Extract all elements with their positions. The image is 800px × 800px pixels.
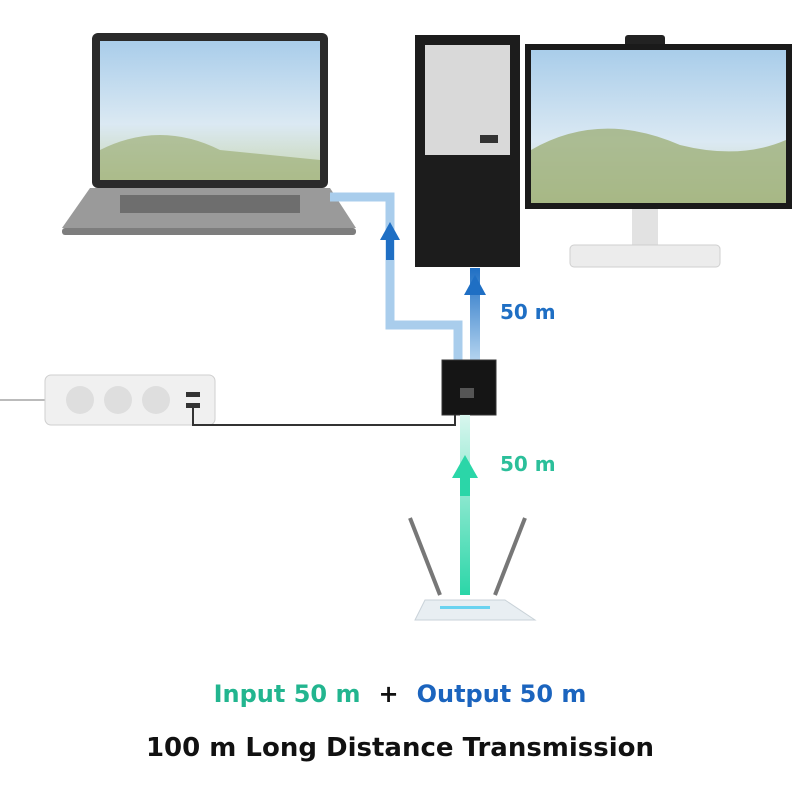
caption-output: Output 50 m	[416, 680, 587, 708]
caption-input: Input 50 m	[213, 680, 361, 708]
output-path	[330, 192, 486, 362]
caption-plus: +	[378, 680, 399, 708]
caption-distances: Input 50 m + Output 50 m	[0, 680, 800, 708]
router	[408, 517, 537, 621]
input-path	[452, 415, 478, 595]
laptop	[62, 33, 356, 235]
output-distance-label: 50 m	[500, 300, 556, 324]
arrow-up-icon	[380, 222, 400, 240]
caption-title: 100 m Long Distance Transmission	[145, 733, 655, 763]
monitor	[525, 35, 792, 268]
input-distance-label: 50 m	[500, 452, 556, 476]
pc-tower	[415, 35, 520, 267]
power-strip	[0, 374, 456, 426]
arrow-up-icon	[452, 455, 478, 478]
ethernet-extender	[441, 359, 497, 416]
arrow-up-icon	[464, 275, 486, 295]
